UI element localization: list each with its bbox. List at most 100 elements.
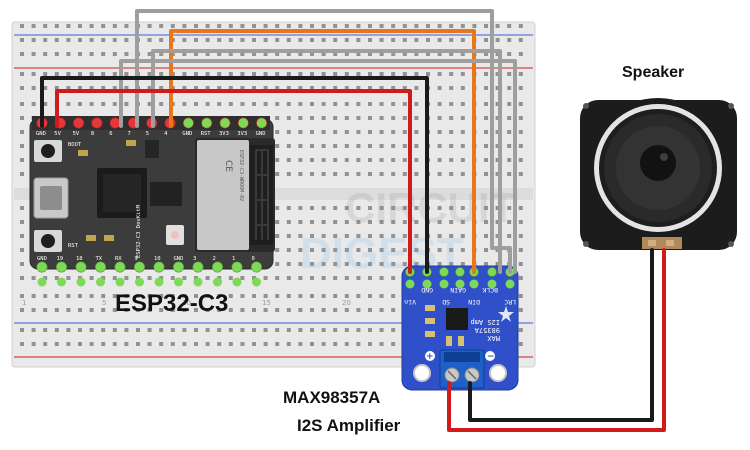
esp-bottom-pin: [134, 261, 146, 273]
breadboard-hole: [333, 86, 338, 90]
breadboard-hole: [54, 342, 59, 346]
breadboard-hole: [333, 158, 338, 162]
breadboard-hole: [124, 24, 129, 28]
breadboard-hole: [507, 220, 512, 224]
breadboard-hole: [391, 294, 396, 298]
breadboard-hole: [518, 86, 523, 90]
breadboard-hole: [217, 328, 222, 332]
breadboard-hole: [205, 342, 210, 346]
breadboard-hole: [43, 86, 48, 90]
breadboard-hole: [147, 86, 152, 90]
breadboard-hole: [310, 276, 314, 280]
amp-pin-label: LRC: [504, 298, 516, 306]
breadboard-hole: [252, 38, 256, 42]
breadboard-hole: [136, 328, 140, 332]
breadboard-hole: [402, 38, 407, 42]
breadboard-hole: [495, 206, 500, 210]
breadboard-hole: [518, 220, 523, 224]
breadboard-hole: [333, 206, 338, 210]
breadboard-hole: [484, 38, 488, 42]
breadboard-hole: [460, 220, 465, 224]
breadboard-hole: [240, 102, 245, 106]
esp-top-pin: [109, 117, 121, 129]
breadboard-hole: [43, 308, 48, 312]
breadboard-hole: [89, 52, 94, 56]
breadboard-hole: [333, 172, 338, 176]
breadboard-hole: [310, 52, 314, 56]
esp-bottom-pin-label: TX: [96, 256, 103, 262]
breadboard-hole: [124, 342, 129, 346]
breadboard-green-hole: [232, 277, 242, 287]
breadboard-hole: [484, 248, 488, 252]
breadboard-hole: [147, 276, 152, 280]
breadboard-hole: [275, 144, 280, 148]
breadboard-hole: [66, 294, 71, 298]
breadboard-hole: [43, 328, 48, 332]
breadboard-green-hole: [37, 277, 47, 287]
breadboard-hole: [391, 86, 396, 90]
speaker-label: Speaker: [622, 64, 685, 81]
esp-bottom-pin: [251, 261, 263, 273]
breadboard-hole: [263, 342, 268, 346]
breadboard-hole: [89, 308, 94, 312]
breadboard-hole: [20, 130, 24, 134]
breadboard-hole: [344, 172, 349, 176]
breadboard-hole: [310, 342, 314, 346]
breadboard-hole: [344, 52, 349, 56]
breadboard-hole: [368, 294, 372, 298]
esp-top-pin-label: 5V: [54, 131, 61, 137]
breadboard-hole: [402, 24, 407, 28]
breadboard-hole: [507, 52, 512, 56]
breadboard-hole: [507, 72, 512, 76]
breadboard-hole: [484, 158, 488, 162]
breadboard-hole: [310, 262, 314, 266]
breadboard-hole: [170, 24, 175, 28]
breadboard-hole: [449, 220, 454, 224]
breadboard-green-hole: [174, 277, 183, 287]
breadboard-hole: [228, 276, 233, 280]
breadboard-hole: [286, 86, 291, 90]
breadboard-hole: [159, 308, 164, 312]
breadboard-hole: [31, 86, 36, 90]
breadboard-hole: [484, 86, 488, 90]
breadboard-hole: [402, 52, 407, 56]
breadboard-green-hole: [96, 277, 105, 287]
column-number: 20: [342, 299, 351, 307]
breadboard-hole: [310, 102, 314, 106]
breadboard-hole: [379, 86, 384, 90]
breadboard-hole: [286, 294, 291, 298]
breadboard-hole: [112, 342, 117, 346]
column-number: 15: [262, 299, 271, 307]
breadboard-hole: [379, 52, 384, 56]
breadboard-hole: [101, 86, 106, 90]
breadboard-hole: [298, 294, 303, 298]
breadboard-hole: [310, 248, 314, 252]
breadboard-hole: [286, 116, 291, 120]
breadboard-hole: [298, 220, 303, 224]
esp-top-pin-label: 5: [146, 131, 149, 137]
breadboard-hole: [54, 276, 59, 280]
breadboard-hole: [368, 172, 372, 176]
breadboard-hole: [495, 52, 500, 56]
breadboard-hole: [298, 206, 303, 210]
breadboard-hole: [368, 220, 372, 224]
breadboard-hole: [507, 38, 512, 42]
breadboard-hole: [460, 158, 465, 162]
amp-silk-text: I2S Amp: [470, 318, 500, 326]
breadboard-hole: [402, 86, 407, 90]
breadboard-hole: [147, 102, 152, 106]
breadboard-hole: [484, 172, 488, 176]
breadboard-hole: [356, 102, 361, 106]
breadboard-hole: [228, 328, 233, 332]
breadboard-hole: [217, 72, 222, 76]
esp-top-pin-label: 5V: [73, 131, 80, 137]
breadboard-hole: [101, 294, 106, 298]
breadboard-hole: [402, 130, 407, 134]
breadboard-hole: [321, 220, 326, 224]
breadboard-hole: [228, 308, 233, 312]
breadboard-hole: [460, 172, 465, 176]
breadboard-hole: [426, 38, 430, 42]
breadboard-hole: [20, 294, 24, 298]
